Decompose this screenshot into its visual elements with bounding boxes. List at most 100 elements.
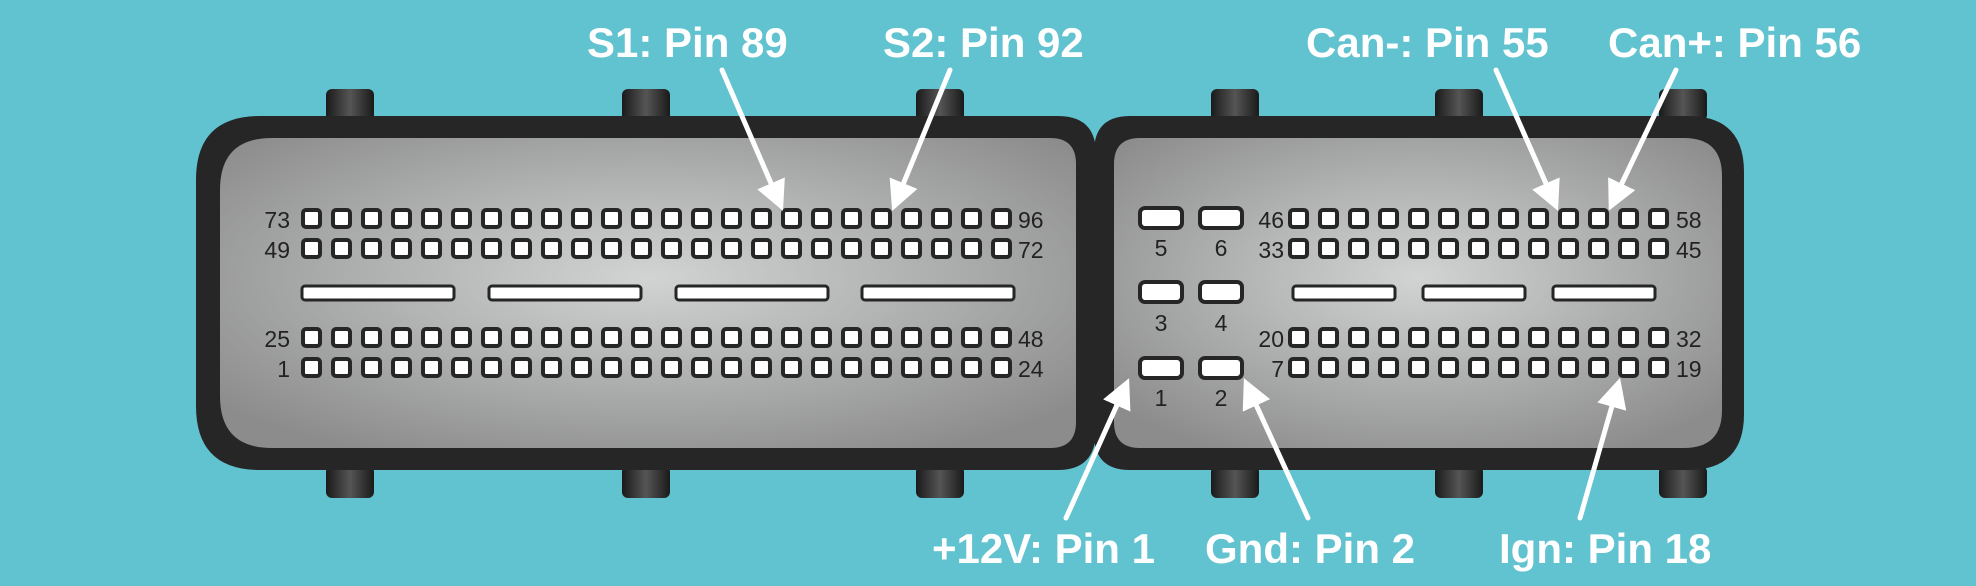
- pin-socket: [811, 208, 832, 229]
- pin-socket: [811, 327, 832, 348]
- right-slots: [1291, 284, 1657, 302]
- pin-socket: [361, 327, 382, 348]
- pin-socket: [1318, 327, 1339, 348]
- power-pin-4: [1198, 280, 1244, 304]
- mounting-tab: [326, 89, 374, 121]
- pin-socket: [1438, 208, 1459, 229]
- pin-socket: [871, 238, 892, 259]
- pin-socket: [1318, 357, 1339, 378]
- pin-socket: [811, 357, 832, 378]
- pin-socket: [781, 327, 802, 348]
- pin-socket: [1408, 208, 1429, 229]
- pin-socket: [1408, 238, 1429, 259]
- pin-socket: [541, 208, 562, 229]
- pin-socket: [751, 357, 772, 378]
- pin-socket: [511, 357, 532, 378]
- mounting-tab: [1211, 466, 1259, 498]
- pin-number-25: 25: [264, 326, 290, 352]
- pin-socket: [871, 327, 892, 348]
- mounting-tabs: [326, 89, 1707, 498]
- pin-socket: [571, 327, 592, 348]
- callout-s2-pin-92: S2: Pin 92: [883, 19, 1084, 66]
- pin-socket: [1648, 238, 1669, 259]
- mounting-tab: [916, 466, 964, 498]
- pin-socket: [391, 357, 412, 378]
- left-slots: [300, 284, 1016, 302]
- pin-socket: [961, 357, 982, 378]
- pin-socket: [931, 238, 952, 259]
- pin-socket: [421, 238, 442, 259]
- pin-socket: [691, 327, 712, 348]
- pin-socket: [1468, 208, 1489, 229]
- pin-socket: [541, 238, 562, 259]
- callout-gnd-pin-2: Gnd: Pin 2: [1205, 525, 1415, 572]
- pin-socket: [751, 208, 772, 229]
- pin-socket: [1648, 208, 1669, 229]
- mounting-tab: [1659, 466, 1707, 498]
- pin-socket: [1318, 208, 1339, 229]
- pin-socket: [1528, 208, 1549, 229]
- pin-socket: [601, 238, 622, 259]
- pin-socket: [901, 327, 922, 348]
- mounting-tab: [622, 89, 670, 121]
- pin-socket: [1588, 208, 1609, 229]
- pin-socket: [781, 357, 802, 378]
- pin-socket: [1468, 327, 1489, 348]
- pin-socket: [301, 208, 322, 229]
- pin-socket: [1288, 327, 1309, 348]
- pin-socket: [1558, 208, 1579, 229]
- slot: [1551, 284, 1657, 302]
- pin-number-48: 48: [1018, 326, 1044, 352]
- pin-socket: [931, 357, 952, 378]
- arrow-s1: [719, 67, 785, 211]
- callout-can-minus-pin-55: Can-: Pin 55: [1306, 19, 1549, 66]
- pin-socket: [421, 208, 442, 229]
- pin-socket: [721, 327, 742, 348]
- pin-socket: [331, 208, 352, 229]
- pin-socket: [571, 238, 592, 259]
- pin-socket: [721, 208, 742, 229]
- pin-number-58: 58: [1676, 207, 1702, 233]
- pin-number-32: 32: [1676, 326, 1702, 352]
- pin-number-49: 49: [264, 237, 290, 263]
- power-pin-label-6: 6: [1215, 235, 1228, 261]
- arrow-can-plus: [1608, 67, 1679, 211]
- pin-number-46: 46: [1258, 207, 1284, 233]
- mounting-tab: [326, 466, 374, 498]
- pin-socket: [571, 208, 592, 229]
- pin-socket: [991, 327, 1012, 348]
- pin-socket: [901, 357, 922, 378]
- pin-socket: [901, 208, 922, 229]
- pin-socket: [1288, 208, 1309, 229]
- pin-socket: [301, 327, 322, 348]
- pin-socket: [841, 357, 862, 378]
- pin-socket: [1558, 357, 1579, 378]
- pin-socket: [781, 238, 802, 259]
- pin-socket: [451, 327, 472, 348]
- pin-socket: [541, 327, 562, 348]
- right-connector: 5 6 3 4 1 2 46 58 33 45 20 32 7 19: [1094, 116, 1744, 470]
- power-pin-label-1: 1: [1155, 385, 1168, 411]
- left-connector: 73 96 49 72 25 48 1 24: [196, 116, 1096, 470]
- callout-ign-pin-18: Ign: Pin 18: [1499, 525, 1712, 572]
- callout-12v-pin-1: +12V: Pin 1: [932, 525, 1155, 572]
- arrow-gnd: [1242, 378, 1311, 521]
- pin-socket: [361, 208, 382, 229]
- pin-socket: [421, 357, 442, 378]
- pin-socket: [1408, 327, 1429, 348]
- pin-socket: [481, 238, 502, 259]
- pin-socket: [751, 238, 772, 259]
- pin-socket: [691, 238, 712, 259]
- pin-socket: [1288, 238, 1309, 259]
- callout-arrows: [719, 67, 1679, 521]
- pin-socket: [1588, 357, 1609, 378]
- mounting-tab: [1435, 466, 1483, 498]
- pin-number-73: 73: [264, 207, 290, 233]
- mounting-tab: [1211, 89, 1259, 121]
- arrow-can-minus: [1493, 67, 1560, 211]
- mounting-tab: [1435, 89, 1483, 121]
- pin-socket: [1498, 238, 1519, 259]
- pin-socket: [451, 357, 472, 378]
- callout-can-plus-pin-56: Can+: Pin 56: [1608, 19, 1862, 66]
- pin-socket: [781, 208, 802, 229]
